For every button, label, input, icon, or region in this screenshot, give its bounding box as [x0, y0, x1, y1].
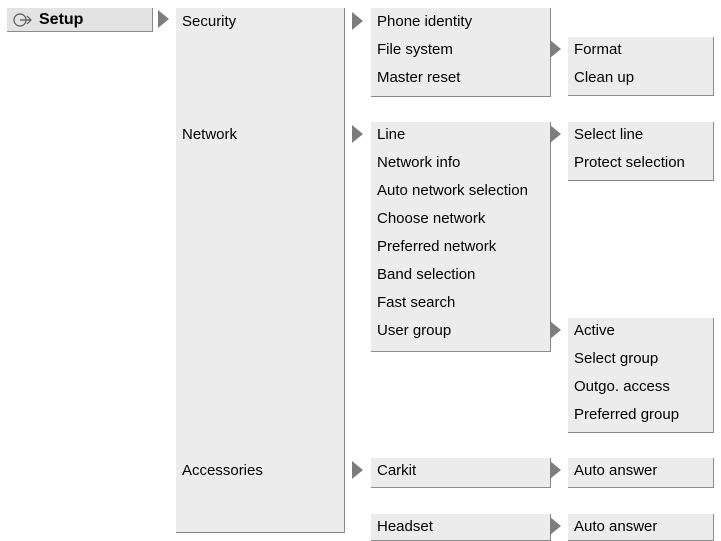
menu-item-band-selection[interactable]: Band selection [377, 266, 476, 283]
menu-item-headset[interactable]: Headset [377, 518, 433, 535]
menu-item-choose-network[interactable]: Choose network [377, 210, 486, 227]
menu-item-select-group[interactable]: Select group [574, 350, 659, 367]
menu-item-auto-network-selection[interactable]: Auto network selection [377, 182, 528, 199]
menu-item-phone-identity[interactable]: Phone identity [377, 13, 473, 30]
menu-item-user-group[interactable]: User group [377, 322, 452, 339]
menu-item-line[interactable]: Line [377, 126, 406, 143]
arrow-network [352, 125, 363, 143]
level1-panel [176, 8, 345, 533]
arrow-line [550, 125, 561, 143]
arrow-headset [550, 517, 561, 535]
menu-item-carkit[interactable]: Carkit [377, 462, 417, 479]
menu-item-protect-selection[interactable]: Protect selection [574, 154, 685, 171]
arrow-security [352, 12, 363, 30]
menu-item-carkit-auto-answer[interactable]: Auto answer [574, 462, 658, 479]
menu-item-outgo-access[interactable]: Outgo. access [574, 378, 670, 395]
menu-item-active[interactable]: Active [574, 322, 615, 339]
setup-root[interactable]: Setup [7, 8, 153, 32]
arrow-accessories [352, 461, 363, 479]
file-system-panel [568, 37, 714, 96]
menu-item-select-line[interactable]: Select line [574, 126, 644, 143]
security-panel [371, 8, 551, 97]
menu-item-file-system[interactable]: File system [377, 41, 453, 58]
carkit-auto-answer-panel [568, 458, 714, 488]
menu-item-clean-up[interactable]: Clean up [574, 69, 635, 86]
menu-item-preferred-network[interactable]: Preferred network [377, 238, 497, 255]
setup-label: Setup [39, 10, 84, 28]
arrow-carkit [550, 461, 561, 479]
menu-item-network[interactable]: Network [182, 126, 238, 143]
menu-item-master-reset[interactable]: Master reset [377, 69, 461, 86]
setup-icon [13, 12, 32, 27]
menu-item-format[interactable]: Format [574, 41, 622, 58]
menu-item-network-info[interactable]: Network info [377, 154, 461, 171]
line-panel [568, 122, 714, 181]
menu-item-accessories[interactable]: Accessories [182, 462, 263, 479]
menu-item-headset-auto-answer[interactable]: Auto answer [574, 518, 658, 535]
network-panel [371, 122, 551, 352]
arrow-setup [158, 10, 169, 28]
menu-item-security[interactable]: Security [182, 13, 237, 30]
arrow-file-system [550, 40, 561, 58]
menu-item-preferred-group[interactable]: Preferred group [574, 406, 680, 423]
user-group-panel [568, 318, 714, 433]
arrow-user-group [550, 321, 561, 339]
menu-item-fast-search[interactable]: Fast search [377, 294, 456, 311]
carkit-panel [371, 458, 551, 488]
